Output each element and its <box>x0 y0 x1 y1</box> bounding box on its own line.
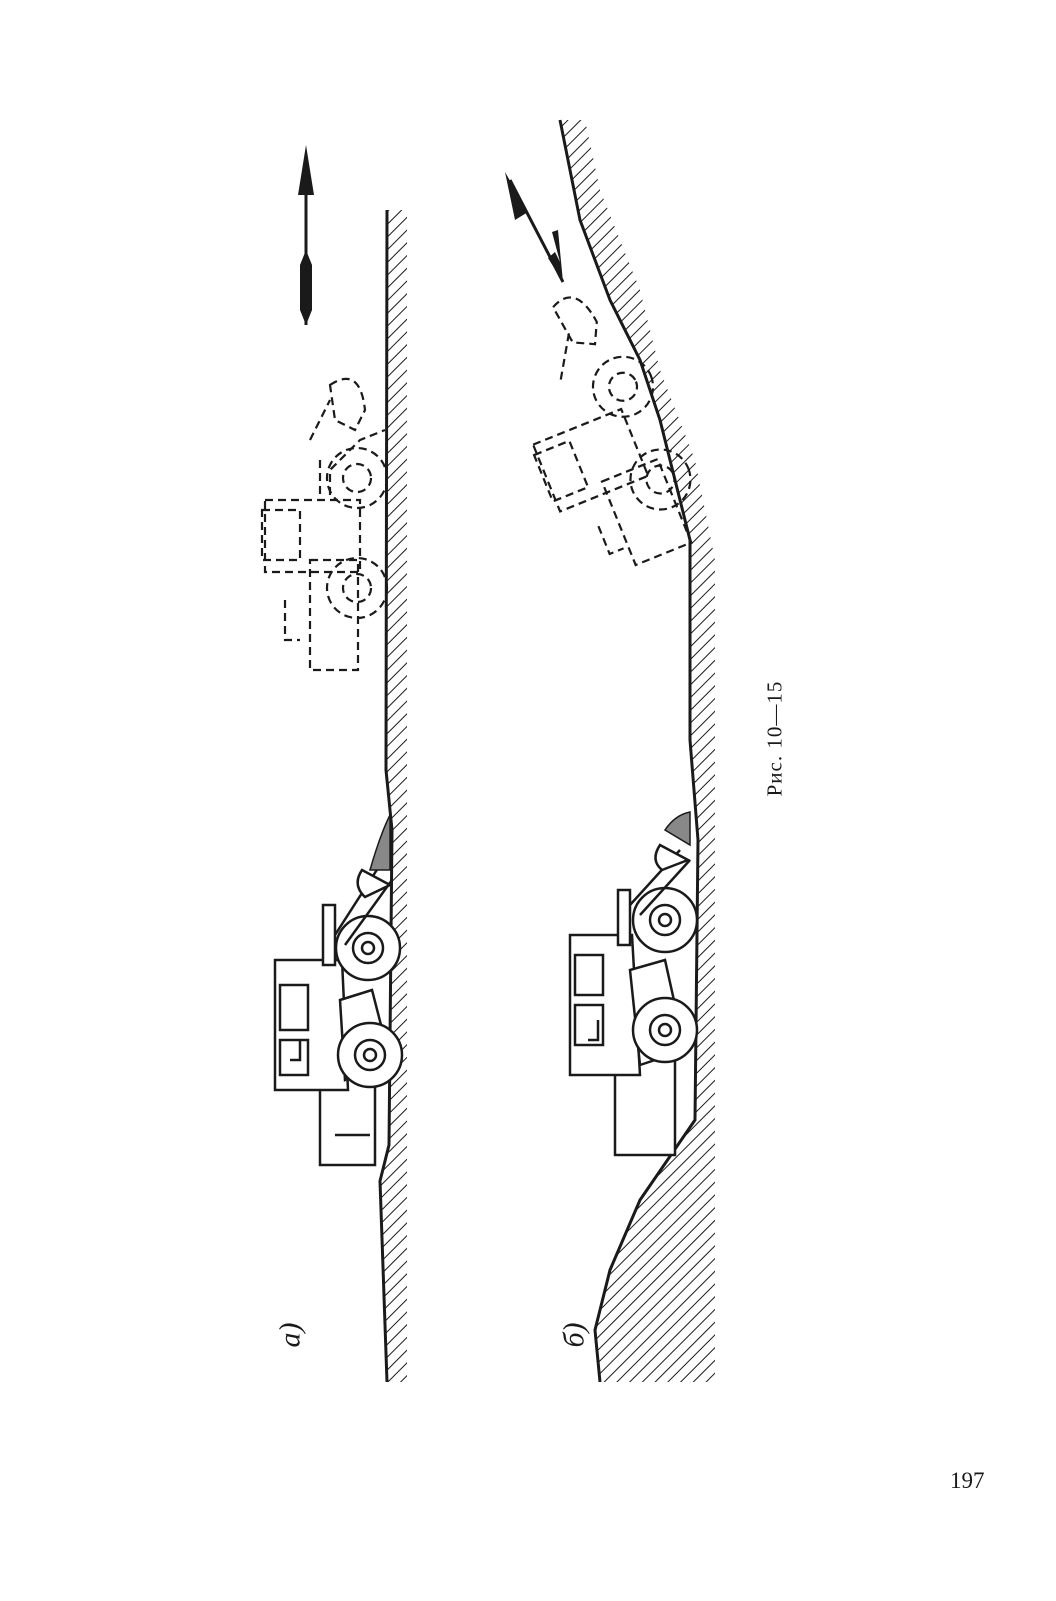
scraper-solid-a <box>273 814 404 1167</box>
arrow-up-icon <box>298 145 314 325</box>
panel-label-b: б) <box>557 1322 591 1348</box>
page-number: 197 <box>950 1468 985 1493</box>
scraper-solid-b <box>568 811 699 1157</box>
ground-line-b <box>558 119 700 1383</box>
panel-b <box>505 119 715 1383</box>
figure-caption: Рис. 10—15 <box>762 680 787 797</box>
ground-line-a <box>378 209 394 1383</box>
ground-hatch-b <box>560 120 715 1382</box>
arrow-diagonal-icon <box>505 172 565 283</box>
panel-a <box>260 145 407 1383</box>
scraper-dashed-b <box>531 296 693 567</box>
ground-hatch-a <box>380 210 407 1382</box>
scraper-dashed-a <box>260 377 389 672</box>
panel-label-a: а) <box>273 1322 307 1348</box>
